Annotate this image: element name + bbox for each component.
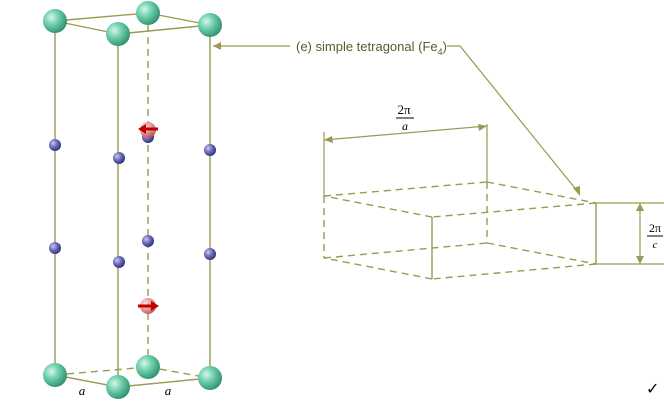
small-atom [49,242,61,254]
recip-a-numerator: 2π [397,102,411,117]
bz-edge-hidden [323,195,433,218]
leader-arrow-head [573,186,580,196]
bz-edge-hidden [323,257,433,280]
lattice-a-label-right: a [165,383,172,398]
dimension-a [323,124,488,196]
small-atom [49,139,61,151]
large-atom [43,363,67,387]
structure-label-suffix: ) [443,39,447,54]
small-atom [204,248,216,260]
leader-line [213,45,579,193]
brillouin-zone [323,181,597,280]
cell-edge [117,24,211,35]
cell-edge-hidden [54,366,149,376]
bz-edge-hidden [431,202,597,218]
cell-edge [54,12,149,22]
small-atom [142,235,154,247]
bz-edge-hidden [431,263,597,280]
small-atoms [49,131,216,268]
unit-cell [54,12,211,388]
large-atom [43,9,67,33]
large-atom [136,355,160,379]
leader-arrow-head [213,42,221,50]
large-atom [106,22,130,46]
recip-c-denominator: c [653,239,658,251]
large-atom [198,13,222,37]
dimension-arrow-head [636,256,644,264]
small-atom [113,256,125,268]
cell-edge [117,377,211,388]
dimension-c [596,202,664,265]
structure-label-subscript: 4 [438,47,443,57]
large-atoms [43,1,222,399]
structure-label-prefix: (e) simple tetragonal (Fe [296,39,438,54]
dimension-arrow-head [324,136,333,143]
small-atom [113,152,125,164]
large-atom [198,366,222,390]
recip-c-numerator: 2π [649,221,661,235]
lattice-a-label-left: a [79,383,86,398]
dimension-arrow-head [478,124,487,131]
large-atom [106,375,130,399]
bz-edge-hidden [323,242,488,259]
bz-edge-hidden [486,181,597,204]
structure-label: (e) simple tetragonal (Fe4) [296,39,447,57]
checkmark-icon: ✓ [646,379,660,398]
dimension-arrow-head [636,203,644,211]
bz-edge-hidden [323,181,488,197]
spin-arrow-head [138,124,146,134]
spin-atoms [138,122,159,314]
small-atom [204,144,216,156]
large-atom [136,1,160,25]
bz-edge-hidden [486,242,597,265]
spin-arrow-head [151,301,159,311]
recip-a-denominator: a [402,119,408,133]
